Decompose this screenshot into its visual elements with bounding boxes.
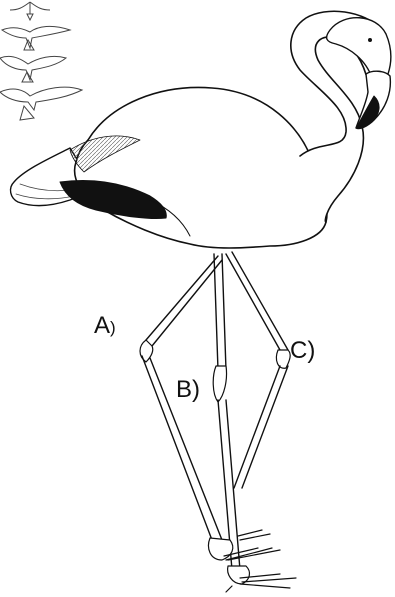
label-b: B) bbox=[176, 378, 200, 402]
label-b-letter: B bbox=[176, 376, 192, 403]
label-a-letter: A bbox=[94, 312, 110, 339]
label-c-paren: ) bbox=[307, 337, 315, 364]
flying-bird-4 bbox=[0, 87, 82, 120]
flying-bird-2 bbox=[2, 26, 70, 50]
foot-left bbox=[209, 538, 233, 560]
label-c-letter: C bbox=[290, 337, 307, 364]
flamingo-body bbox=[75, 87, 327, 248]
label-c: C) bbox=[290, 339, 315, 363]
flamingo-eye bbox=[368, 38, 372, 42]
label-a-paren: ) bbox=[110, 318, 116, 337]
flamingo bbox=[11, 11, 391, 592]
flying-bird-1 bbox=[10, 2, 50, 20]
leg-a bbox=[146, 256, 222, 346]
leg-c bbox=[226, 252, 288, 350]
flying-bird-sketches bbox=[0, 2, 82, 120]
leg-b bbox=[214, 254, 226, 370]
label-b-paren: ) bbox=[192, 376, 200, 403]
label-a: A) bbox=[94, 314, 116, 338]
flying-bird-3 bbox=[0, 56, 66, 82]
flamingo-head bbox=[327, 18, 391, 78]
